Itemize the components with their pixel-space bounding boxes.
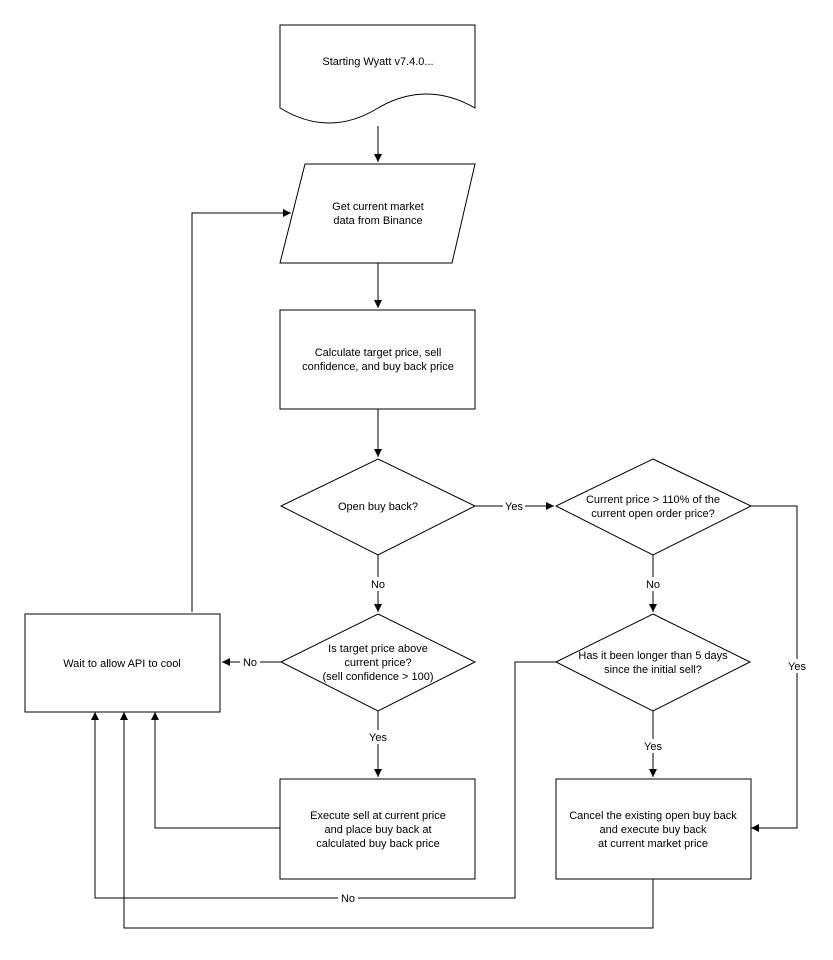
execute-sell-line: and place buy back at — [324, 824, 431, 836]
start-line: Starting Wyatt v7.4.0... — [322, 56, 433, 68]
decision-diamond — [279, 613, 477, 712]
decision-diamond — [554, 458, 753, 556]
get-data-line: Get current market — [332, 201, 424, 213]
edge-label-price-no: No — [643, 577, 663, 591]
process-box — [555, 778, 752, 880]
price-check-line: Current price > 110% of the — [586, 494, 720, 506]
get-data-line: data from Binance — [333, 215, 422, 227]
node-longer-5-days: Has it been longer than 5 days since the … — [554, 613, 752, 712]
node-get-data: Get current market data from Binance — [279, 163, 476, 264]
edge-wait-to-get-data — [191, 209, 291, 612]
execute-sell-line: calculated buy back price — [316, 838, 440, 850]
edge-label-target-no: No — [240, 655, 260, 669]
node-wait-text: Wait to allow API to cool — [63, 658, 181, 670]
edge-label-open-no-text: No — [371, 579, 385, 591]
node-price-check: Current price > 110% of the current open … — [554, 458, 753, 556]
edge-label-target-yes-text: Yes — [369, 732, 387, 744]
node-get-data-text: Get current market data from Binance — [332, 201, 424, 227]
node-price-check-text: Current price > 110% of the current open … — [586, 494, 720, 520]
process-box — [24, 613, 221, 713]
longer-5-days-line: Has it been longer than 5 days — [578, 650, 728, 662]
node-open-buyback: Open buy back? — [279, 458, 477, 556]
edge-label-open-no: No — [368, 577, 388, 591]
edge-cancel-to-wait — [120, 712, 654, 929]
edge-label-open-yes: Yes — [503, 499, 525, 513]
node-calculate-text: Calculate target price, sell confidence, … — [302, 347, 454, 373]
node-execute-sell-text: Execute sell at current price and place b… — [310, 810, 446, 850]
target-above-line: current price? — [344, 657, 411, 669]
node-wait: Wait to allow API to cool — [24, 613, 221, 713]
edge-label-price-yes: Yes — [786, 659, 808, 673]
node-target-above: Is target price above current price? (sell… — [279, 613, 477, 712]
node-cancel-buyback: Cancel the existing open buy back and exe… — [555, 778, 752, 880]
target-above-line: (sell confidence > 100) — [323, 671, 434, 683]
execute-sell-line: Execute sell at current price — [310, 810, 446, 822]
longer-5-days-line: since the initial sell? — [604, 664, 702, 676]
price-check-line: current open order price? — [591, 508, 715, 520]
target-above-line: Is target price above — [328, 643, 428, 655]
process-box — [279, 778, 476, 880]
edge-labels: Yes No No Yes No Yes Yes No — [240, 499, 808, 905]
calculate-line: Calculate target price, sell — [315, 347, 442, 359]
connectors — [91, 126, 798, 929]
cancel-buyback-line: at current market price — [598, 838, 708, 850]
node-execute-sell: Execute sell at current price and place b… — [279, 778, 476, 880]
document-shape — [279, 24, 476, 124]
wait-line: Wait to allow API to cool — [63, 658, 181, 670]
parallelogram-shape — [279, 163, 476, 264]
edge-label-price-yes-text: Yes — [788, 661, 806, 673]
cancel-buyback-line: Cancel the existing open buy back — [569, 810, 737, 822]
edge-label-days-yes: Yes — [642, 739, 664, 753]
edge-label-target-no-text: No — [243, 657, 257, 669]
edge-label-days-yes-text: Yes — [644, 741, 662, 753]
open-buyback-line: Open buy back? — [338, 501, 418, 513]
edge-execute-sell-to-wait — [151, 712, 280, 829]
edge-days-no — [91, 661, 556, 899]
edge-label-open-yes-text: Yes — [505, 501, 523, 513]
edge-label-price-no-text: No — [646, 579, 660, 591]
node-target-above-text: Is target price above current price? (sell… — [323, 643, 434, 683]
node-cancel-buyback-text: Cancel the existing open buy back and exe… — [569, 810, 737, 850]
edge-label-days-no: No — [338, 891, 358, 905]
node-start: Starting Wyatt v7.4.0... — [279, 24, 476, 124]
node-calculate: Calculate target price, sell confidence, … — [279, 309, 476, 410]
cancel-buyback-line: and execute buy back — [599, 824, 707, 836]
node-longer-5-days-text: Has it been longer than 5 days since the … — [578, 650, 728, 676]
calculate-line: confidence, and buy back price — [302, 361, 454, 373]
decision-diamond — [279, 458, 477, 556]
node-start-text: Starting Wyatt v7.4.0... — [322, 56, 433, 68]
edge-label-target-yes: Yes — [367, 730, 389, 744]
process-box — [279, 309, 476, 410]
node-open-buyback-text: Open buy back? — [338, 501, 418, 513]
edge-label-days-no-text: No — [341, 893, 355, 905]
decision-diamond — [554, 613, 752, 712]
